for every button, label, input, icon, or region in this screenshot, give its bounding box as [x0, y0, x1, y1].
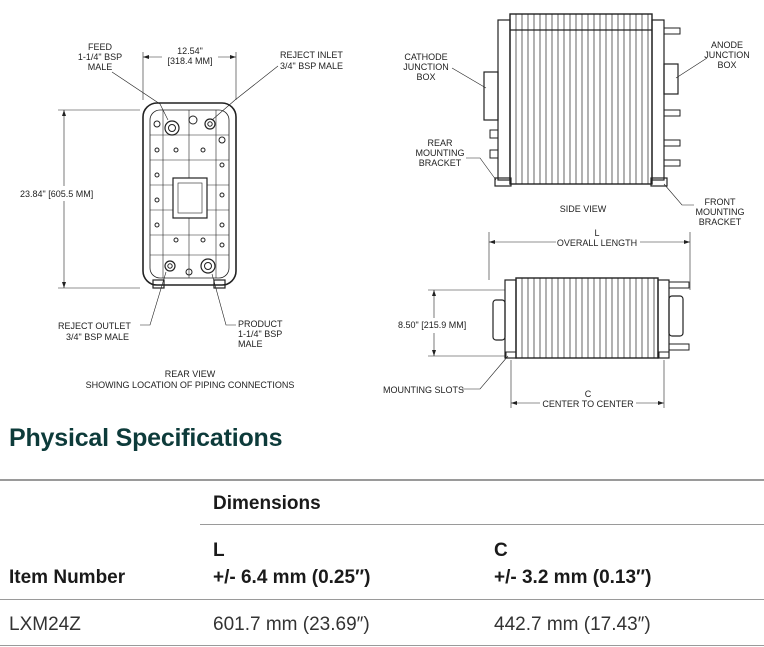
reject-outlet-label-2: 3/4" BSP MALE — [66, 332, 129, 342]
table-bottom-rule — [0, 645, 764, 646]
top-height-dim-label: 8.50" [215.9 MM] — [398, 320, 466, 330]
feed-label-1: FEED — [88, 42, 113, 52]
dimensions-rule — [200, 524, 764, 525]
front-bracket-label-1: FRONT — [705, 197, 736, 207]
col-l-letter: L — [213, 540, 225, 561]
front-bracket-label-2: MOUNTING — [696, 207, 745, 217]
rear-view-caption-2: SHOWING LOCATION OF PIPING CONNECTIONS — [86, 380, 295, 390]
rear-height-dim-label: 23.84" [605.5 MM] — [20, 189, 93, 199]
anode-label-2: JUNCTION — [704, 50, 750, 60]
rear-view-module — [58, 52, 279, 326]
width-dim-mm-label: [318.4 MM] — [167, 56, 212, 66]
length-letter: L — [594, 228, 599, 238]
col-c-letter: C — [494, 540, 508, 561]
technical-drawing: FEED 1-1/4" BSP MALE 12.54" [318.4 MM] R… — [20, 13, 750, 409]
feed-label-2: 1-1/4" BSP — [78, 52, 122, 62]
feed-label-3: MALE — [88, 62, 113, 72]
col-l-tolerance: +/- 6.4 mm (0.25″) — [213, 567, 371, 588]
row-l-value: 601.7 mm (23.69″) — [213, 614, 370, 635]
dimensions-header: Dimensions — [213, 493, 321, 514]
header-bottom-rule — [0, 599, 764, 600]
cathode-label-1: CATHODE — [404, 52, 447, 62]
anode-label-1: ANODE — [711, 40, 743, 50]
cathode-label-3: BOX — [416, 72, 435, 82]
front-bracket-label-3: BRACKET — [699, 217, 742, 227]
col-item-number: Item Number — [9, 567, 126, 588]
side-view-caption: SIDE VIEW — [560, 204, 607, 214]
top-view-module — [428, 232, 691, 408]
rear-bracket-label-1: REAR — [427, 138, 453, 148]
table-top-rule — [0, 479, 764, 481]
product-label-3: MALE — [238, 339, 263, 349]
row-item-number: LXM24Z — [9, 614, 81, 635]
cathode-label-2: JUNCTION — [403, 62, 449, 72]
center-to-center-label: CENTER TO CENTER — [542, 399, 634, 409]
product-label-2: 1-1/4" BSP — [238, 329, 282, 339]
specs-title: Physical Specifications — [9, 424, 283, 452]
mounting-slots-label: MOUNTING SLOTS — [383, 385, 464, 395]
center-letter: C — [585, 389, 592, 399]
product-label-1: PRODUCT — [238, 319, 283, 329]
reject-outlet-label-1: REJECT OUTLET — [58, 321, 131, 331]
reject-inlet-label-1: REJECT INLET — [280, 50, 343, 60]
overall-length-label: OVERALL LENGTH — [557, 238, 637, 248]
rear-view-caption-1: REAR VIEW — [165, 369, 216, 379]
side-view-module — [451, 13, 708, 206]
reject-inlet-label-2: 3/4" BSP MALE — [280, 61, 343, 71]
width-dim-label: 12.54" — [177, 46, 203, 56]
rear-bracket-label-3: BRACKET — [419, 158, 462, 168]
col-c-tolerance: +/- 3.2 mm (0.13″) — [494, 567, 652, 588]
row-c-value: 442.7 mm (17.43″) — [494, 614, 651, 635]
anode-label-3: BOX — [717, 60, 736, 70]
rear-bracket-label-2: MOUNTING — [416, 148, 465, 158]
